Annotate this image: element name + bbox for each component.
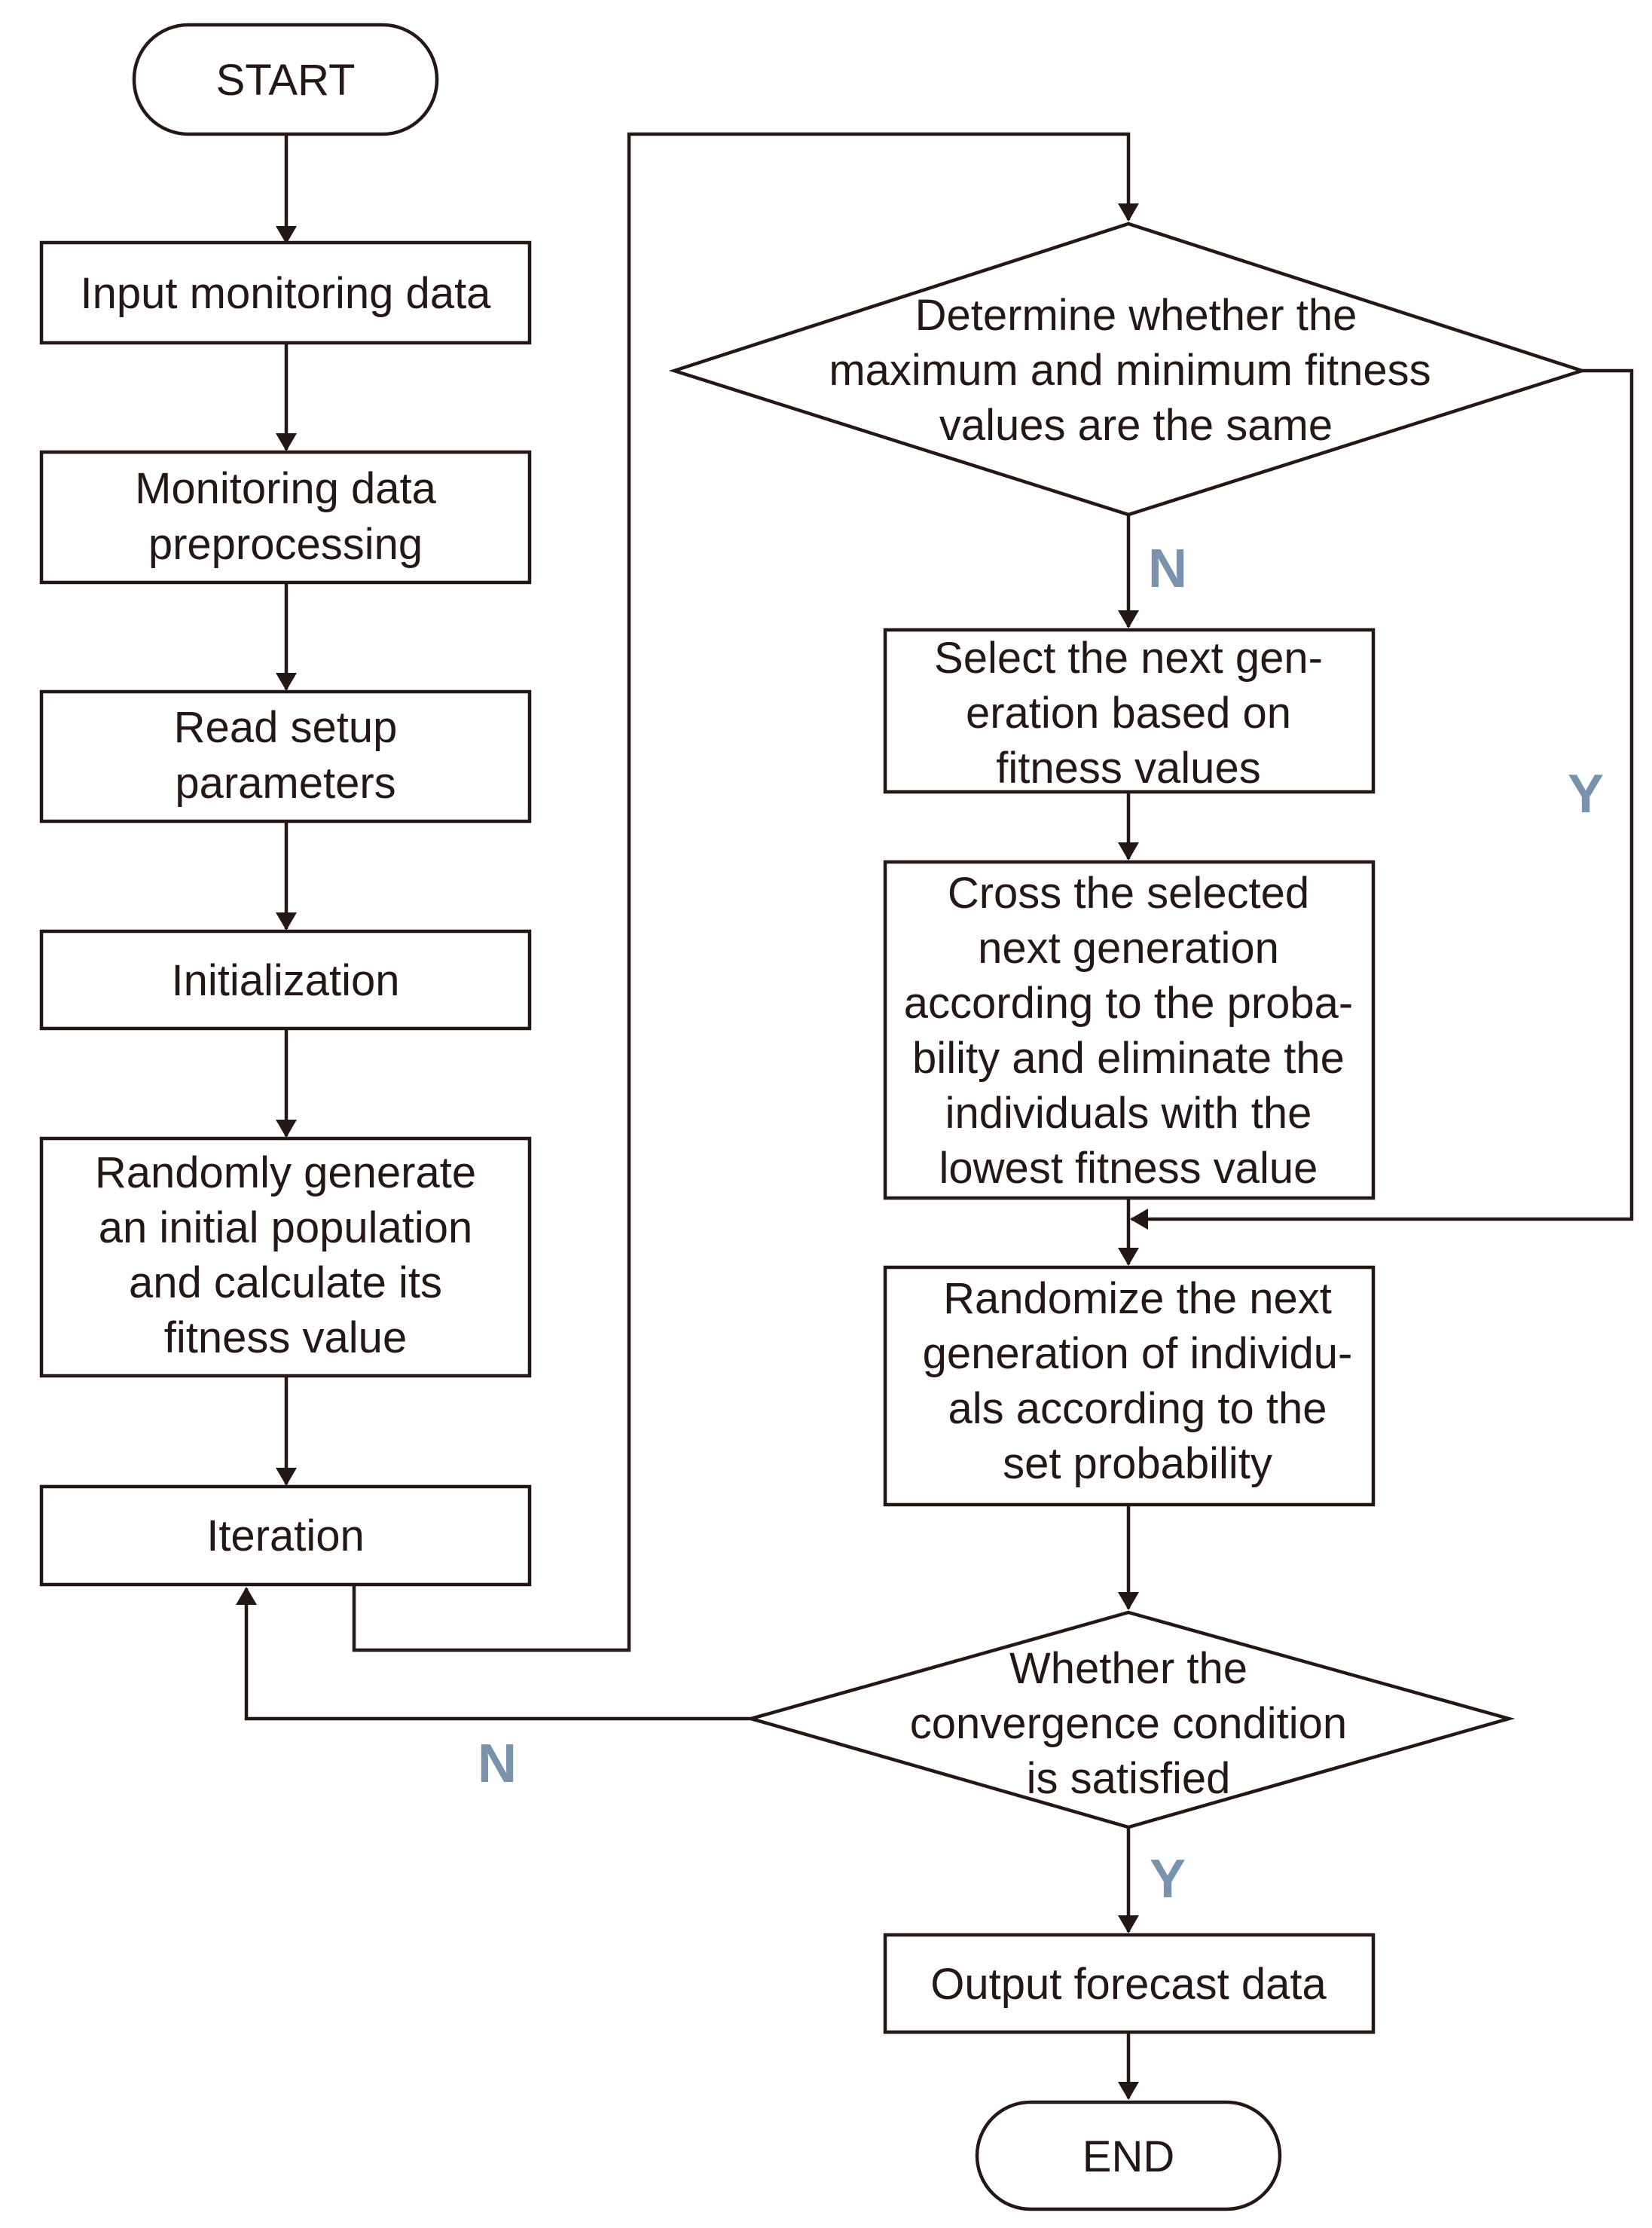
cross-label-line-4: bility and eliminate the bbox=[912, 1034, 1345, 1083]
cross-label-line-6: lowest fitness value bbox=[939, 1144, 1318, 1193]
random-pop-label-line-2: an initial population bbox=[99, 1203, 473, 1252]
cross-label-line-3: according to the proba- bbox=[904, 979, 1353, 1028]
randomize-label-line-2: generation of individu- bbox=[923, 1329, 1353, 1378]
select-node: Select the next gen- eration based on fi… bbox=[883, 628, 1376, 794]
cross-label-line-5: individuals with the bbox=[945, 1089, 1312, 1138]
converge-label-line-2: convergence condition bbox=[910, 1699, 1347, 1748]
cross-label-line-1: Cross the selected bbox=[948, 869, 1309, 918]
determine-yes-label: Y bbox=[1568, 764, 1604, 824]
select-label-line-1: Select the next gen- bbox=[934, 634, 1323, 683]
randomize-node: Randomize the next generation of individ… bbox=[883, 1265, 1376, 1507]
input-node: Input monitoring data bbox=[39, 240, 532, 345]
converge-label-line-1: Whether the bbox=[1009, 1644, 1247, 1693]
edge-converge-no-to-iteration bbox=[236, 1587, 751, 1721]
edge-iteration-to-determine bbox=[352, 132, 1139, 1652]
init-node: Initialization bbox=[39, 929, 532, 1031]
preprocess-node: Monitoring data preprocessing bbox=[39, 450, 532, 585]
start-node: START bbox=[132, 23, 439, 136]
determine-no-label: N bbox=[1148, 539, 1187, 599]
end-label: END bbox=[1083, 2132, 1174, 2181]
start-label: START bbox=[216, 56, 356, 105]
cross-node: Cross the selected next generation accor… bbox=[883, 860, 1376, 1200]
edge-determine-yes-bypass bbox=[1130, 368, 1634, 1230]
read-params-label-line-2: parameters bbox=[175, 759, 395, 808]
cross-label-line-2: next generation bbox=[978, 924, 1279, 973]
select-label-line-2: eration based on bbox=[966, 689, 1291, 738]
converge-node: Whether the convergence condition is sat… bbox=[744, 1610, 1516, 1829]
converge-label-line-3: is satisfied bbox=[1027, 1754, 1231, 1803]
input-label: Input monitoring data bbox=[81, 269, 492, 318]
init-label: Initialization bbox=[171, 956, 399, 1005]
preprocess-label-line-2: preprocessing bbox=[148, 520, 423, 569]
random-pop-label-line-4: fitness value bbox=[164, 1313, 407, 1362]
read-params-node: Read setup parameters bbox=[39, 689, 532, 824]
determine-node: Determine whether the maximum and minimu… bbox=[668, 222, 1588, 517]
edges bbox=[236, 132, 1634, 2100]
determine-label-line-1: Determine whether the bbox=[915, 291, 1357, 340]
output-node: Output forecast data bbox=[883, 1933, 1376, 2034]
end-node: END bbox=[975, 2100, 1282, 2211]
determine-label-line-3: values are the same bbox=[939, 401, 1333, 450]
random-pop-label-line-1: Randomly generate bbox=[95, 1148, 476, 1197]
preprocess-label-line-1: Monitoring data bbox=[135, 464, 437, 513]
select-label-line-3: fitness values bbox=[996, 744, 1260, 793]
randomize-label-line-1: Randomize the next bbox=[943, 1274, 1332, 1323]
converge-yes-label: Y bbox=[1150, 1849, 1186, 1909]
randomize-label-line-4: set probability bbox=[1003, 1439, 1272, 1488]
random-pop-node: Randomly generate an initial population … bbox=[39, 1136, 532, 1378]
determine-label-line-2: maximum and minimum fitness bbox=[829, 346, 1431, 395]
iteration-node: Iteration bbox=[39, 1484, 532, 1587]
random-pop-label-line-3: and calculate its bbox=[129, 1258, 442, 1307]
read-params-label-line-1: Read setup bbox=[174, 703, 398, 752]
iteration-label: Iteration bbox=[206, 1511, 365, 1560]
converge-no-label: N bbox=[478, 1734, 517, 1794]
output-label: Output forecast data bbox=[930, 1960, 1327, 2009]
randomize-label-line-3: als according to the bbox=[948, 1384, 1327, 1433]
